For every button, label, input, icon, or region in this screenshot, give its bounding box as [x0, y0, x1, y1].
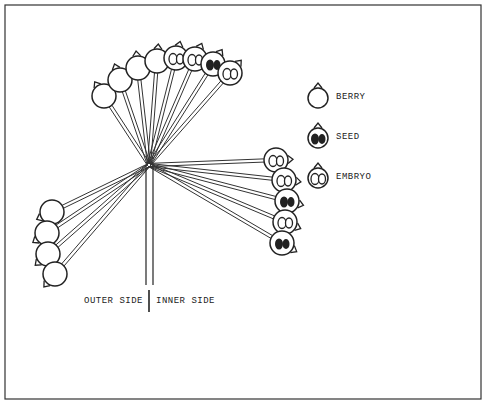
seed-mark	[280, 197, 288, 208]
calyx-mark	[314, 163, 322, 168]
calyx-mark	[235, 60, 241, 66]
stem-line	[152, 165, 153, 285]
legend-icons	[308, 83, 328, 188]
pedicel-line	[58, 166, 150, 247]
legend-label: SEED	[336, 132, 360, 143]
embryo-mark	[169, 54, 177, 65]
berry-circle	[308, 168, 328, 188]
berry-circle	[308, 88, 328, 108]
embryo-mark	[319, 174, 326, 184]
calyx-mark	[298, 200, 304, 208]
calyx-mark	[154, 44, 162, 49]
berry-circle	[272, 168, 296, 192]
pedicel-line	[150, 164, 275, 216]
embryo-mark	[277, 156, 284, 166]
pedicel-line	[56, 164, 148, 245]
pedicel-line	[148, 73, 206, 164]
calyx-mark	[175, 42, 183, 48]
embryo-mark	[277, 176, 285, 187]
pedicel-line	[62, 164, 148, 264]
pedicel-line	[149, 159, 264, 164]
legend-label: EMBRYO	[336, 172, 371, 183]
pedicel-line	[62, 164, 148, 206]
seed-mark	[319, 134, 326, 144]
calyx-mark	[314, 123, 322, 128]
calyx-mark	[44, 280, 50, 286]
legend-label: BERRY	[336, 92, 366, 103]
pedicel-line	[150, 164, 273, 236]
side-label: OUTER SIDE	[84, 296, 143, 307]
calyx-mark	[133, 51, 141, 56]
pedicel-line	[138, 80, 148, 165]
seed-mark	[288, 197, 295, 207]
calyx-mark	[112, 64, 120, 70]
stem-line	[145, 165, 146, 285]
embryo-mark	[269, 156, 277, 167]
berry-circle	[275, 189, 299, 213]
calyx-mark	[290, 246, 296, 253]
embryo-mark	[286, 218, 293, 228]
pedicel-line	[58, 166, 150, 227]
embryo-mark	[188, 55, 196, 66]
side-divider	[148, 290, 150, 312]
seed-mark	[311, 134, 319, 145]
embryo-mark	[311, 174, 319, 185]
berry-cluster	[33, 42, 304, 287]
pedicel-line	[149, 163, 275, 196]
pedicel-line	[148, 81, 221, 164]
calyx-mark	[295, 177, 300, 185]
berry-circle	[308, 128, 328, 148]
pedicel-line	[150, 71, 191, 166]
pedicel-line	[64, 166, 150, 266]
berry-circle	[218, 61, 242, 85]
seed-mark	[283, 239, 290, 249]
berry-circle	[43, 262, 67, 286]
pedicel-line	[148, 166, 271, 238]
calyx-mark	[196, 43, 203, 49]
calyx-mark	[37, 214, 43, 221]
berry-circle	[273, 210, 297, 234]
embryo-mark	[285, 176, 292, 186]
pedicel-line	[63, 166, 149, 208]
calyx-mark	[94, 82, 101, 88]
berry-circle	[40, 200, 64, 224]
pedicel-line	[56, 164, 148, 225]
calyx-mark	[35, 259, 41, 265]
embryo-mark	[278, 218, 286, 229]
calyx-mark	[314, 83, 322, 88]
pedicel-line	[150, 83, 223, 166]
pedicel-line	[148, 69, 189, 164]
calyx-mark	[33, 236, 39, 243]
pedicel-line	[150, 75, 208, 166]
calyx-mark	[295, 223, 301, 230]
embryo-mark	[231, 69, 238, 79]
seed-mark	[275, 239, 283, 250]
side-label: INNER SIDE	[156, 296, 215, 307]
calyx-mark	[288, 156, 293, 164]
embryo-mark	[223, 69, 231, 80]
calyx-mark	[216, 50, 223, 56]
frame	[5, 5, 481, 399]
berry-circle	[270, 231, 294, 255]
seed-mark	[206, 60, 214, 71]
